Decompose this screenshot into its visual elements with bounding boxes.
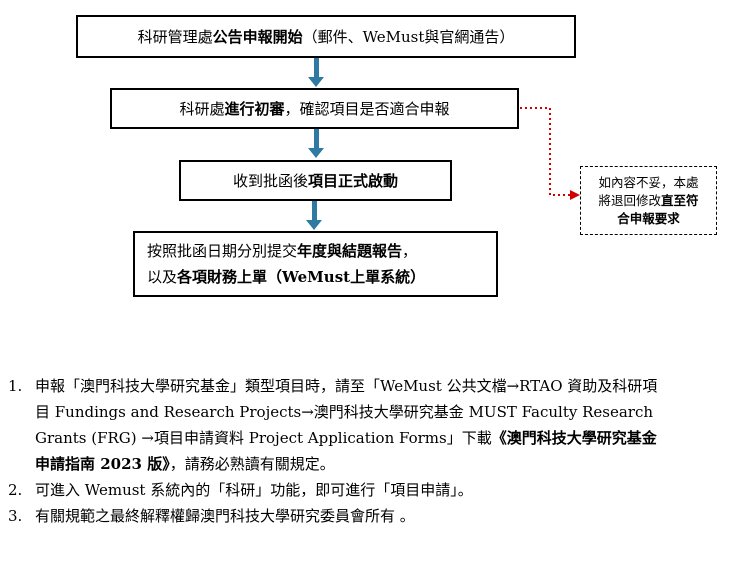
return-note-box: 如內容不妥，本處 將退回修改直至符 合申報要求 (580, 166, 717, 235)
flow-step-reports: 按照批函日期分別提交年度與結題報告， 以及各項財務上單（WeMust上單系統） (133, 231, 498, 297)
down-arrowhead-3 (306, 220, 322, 230)
note-item: 2. 可進入 Wemust 系統內的「科研」功能，即可進行「項目申請」。 (8, 477, 658, 503)
step4-line2: 以及各項財務上單（WeMust上單系統） (147, 264, 425, 290)
note-item: 3. 有關規範之最終解釋權歸澳門科技大學研究委員會所有 。 (8, 503, 658, 529)
guide-title: 《澳門科技大學研究基金申請指南 2023 版》 (35, 429, 657, 473)
note-number: 1. (8, 377, 23, 395)
step2-bold: 進行初審 (224, 100, 285, 118)
step4-line1-pre: 按照批函日期分別提交 (147, 242, 298, 260)
side-line3: 合申報要求 (581, 210, 716, 228)
note-text: 有關規範之最終解釋權歸澳門科技大學研究委員會所有 。 (35, 507, 415, 525)
side-line2-pre: 將退回修改 (598, 193, 661, 208)
step1-pre: 科研管理處 (137, 28, 213, 46)
step2-post: ，確認項目是否適合申報 (284, 100, 450, 118)
note-text-pre: 申報「澳門科技大學研究基金」類型項目時，請至「WeMust 公共文檔→RTAO … (35, 377, 658, 447)
step3-bold: 項目正式啟動 (308, 172, 399, 190)
side-line2: 將退回修改直至符 (581, 192, 716, 210)
note-number: 3. (8, 507, 23, 525)
down-arrow-2 (314, 129, 319, 149)
step4-line1-bold: 年度與結題報告 (297, 242, 403, 260)
step4-line2-pre: 以及 (147, 268, 178, 286)
step1-bold: 公告申報開始 (212, 28, 303, 46)
side-line3-bold: 合申報要求 (617, 211, 680, 226)
step4-line1-post: ， (402, 242, 418, 260)
step4-line2-bold: 各項財務上單（WeMust上單系統） (177, 268, 426, 286)
notes-list: 1. 申報「澳門科技大學研究基金」類型項目時，請至「WeMust 公共文檔→RT… (8, 373, 658, 529)
note-text-post: ，請務必熟讀有關規定。 (169, 455, 335, 473)
note-number: 2. (8, 481, 23, 499)
note-text: 可進入 Wemust 系統內的「科研」功能，即可進行「項目申請」。 (35, 481, 473, 499)
down-arrowhead-1 (308, 77, 324, 87)
down-arrow-3 (312, 201, 317, 221)
side-line1: 如內容不妥，本處 (598, 175, 699, 190)
flow-step-announce: 科研管理處公告申報開始（郵件、WeMust與官網通告） (76, 15, 576, 58)
flow-step-review: 科研處進行初審，確認項目是否適合申報 (110, 88, 519, 129)
down-arrow-1 (314, 58, 319, 78)
down-arrowhead-2 (308, 148, 324, 158)
note-text: 申報「澳門科技大學研究基金」類型項目時，請至「WeMust 公共文檔→RTAO … (35, 373, 658, 477)
note-item: 1. 申報「澳門科技大學研究基金」類型項目時，請至「WeMust 公共文檔→RT… (8, 373, 658, 477)
step2-pre: 科研處 (179, 100, 225, 118)
flow-step-start: 收到批函後項目正式啟動 (179, 160, 452, 201)
step1-post: （郵件、WeMust與官網通告） (302, 28, 515, 46)
step4-line1: 按照批函日期分別提交年度與結題報告， (147, 238, 417, 264)
side-line2-bold: 直至符 (661, 193, 699, 208)
dotted-connector-arrowhead (570, 190, 580, 200)
step3-pre: 收到批函後 (232, 172, 308, 190)
dotted-connector-line (520, 107, 570, 196)
